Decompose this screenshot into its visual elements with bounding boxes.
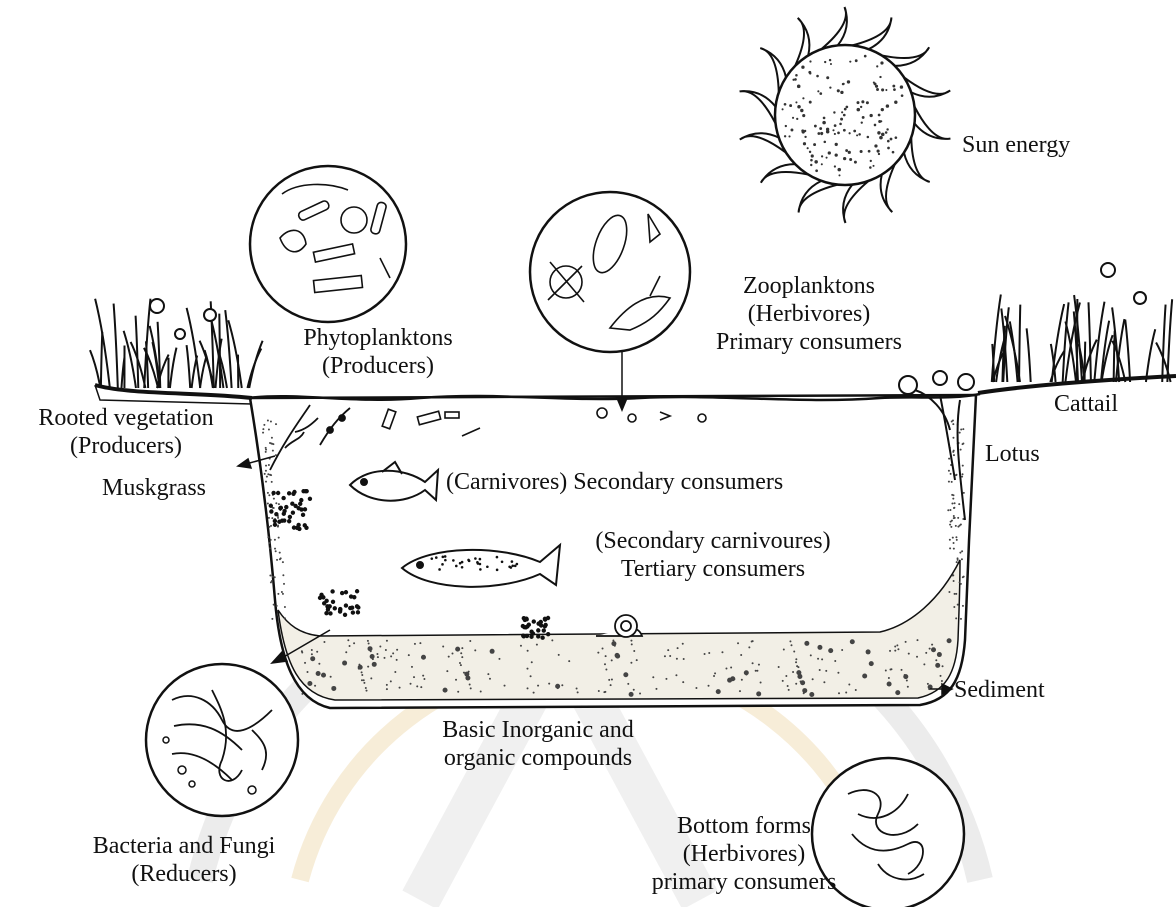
label-bacteria-fungi: Bacteria and Fungi (Reducers) [64,832,304,888]
label-muskgrass: Muskgrass [102,474,206,502]
label-tertiary-consumers-line2: Tertiary consumers [558,555,868,583]
label-bacteria-fungi-line2: (Reducers) [64,860,304,888]
bacteria-lens [146,664,298,816]
label-cattail: Cattail [1054,390,1118,418]
label-bacteria-fungi-line1: Bacteria and Fungi [64,832,304,860]
label-sun-energy: Sun energy [962,131,1070,159]
label-compounds: Basic Inorganic and organic compounds [408,716,668,772]
sun-illustration [740,7,951,223]
label-phytoplanktons-line2: (Producers) [278,352,478,380]
cattail-illustration [978,263,1176,393]
label-bottom-forms: Bottom forms (Herbivores) primary consum… [624,812,864,896]
label-compounds-line2: organic compounds [408,744,668,772]
label-lotus: Lotus [985,440,1040,468]
label-zooplanktons: Zooplanktons (Herbivores) Primary consum… [694,272,924,356]
label-tertiary-consumers: (Secondary carnivoures) Tertiary consume… [558,527,868,583]
label-rooted-vegetation-line2: (Producers) [6,432,246,460]
label-secondary-consumers: (Carnivores) Secondary consumers [446,468,783,496]
label-bottom-forms-line3: primary consumers [624,868,864,896]
label-zooplanktons-line2: (Herbivores) [694,300,924,328]
phytoplankton-lens [250,166,406,322]
label-bottom-forms-line1: Bottom forms [624,812,864,840]
label-tertiary-consumers-line1: (Secondary carnivoures) [558,527,868,555]
label-phytoplanktons-line1: Phytoplanktons [278,324,478,352]
label-sediment: Sediment [954,676,1045,704]
label-zooplanktons-line1: Zooplanktons [694,272,924,300]
label-compounds-line1: Basic Inorganic and [408,716,668,744]
label-rooted-vegetation: Rooted vegetation (Producers) [6,404,246,460]
zooplankton-lens [530,192,690,352]
label-rooted-vegetation-line1: Rooted vegetation [6,404,246,432]
label-bottom-forms-line2: (Herbivores) [624,840,864,868]
label-phytoplanktons: Phytoplanktons (Producers) [278,324,478,380]
rooted-vegetation-illustration [90,299,263,404]
label-zooplanktons-line3: Primary consumers [694,328,924,356]
